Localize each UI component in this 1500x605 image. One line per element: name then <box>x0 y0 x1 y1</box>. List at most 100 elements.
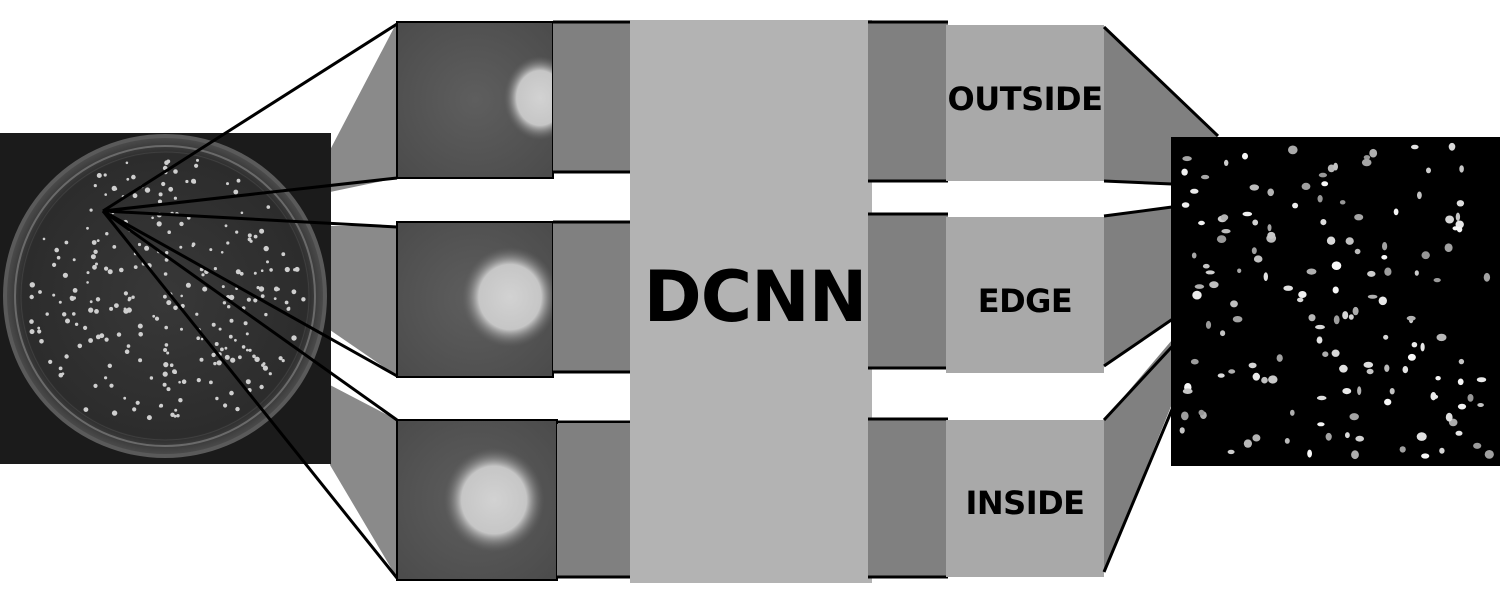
plate-colony-dot <box>239 271 244 276</box>
map-colony-dot <box>1444 243 1453 252</box>
plate-colony-dot <box>92 264 97 270</box>
map-colony-dot <box>1476 377 1487 383</box>
plate-colony-dot <box>154 316 160 321</box>
map-colony-dot <box>1202 263 1210 269</box>
map-colony-dot <box>1325 432 1332 441</box>
class-box-inside <box>946 420 1104 577</box>
map-colony-dot <box>1433 278 1441 283</box>
map-colony-dot <box>1191 252 1197 259</box>
sampling-lines <box>101 22 399 579</box>
map-colony-dot <box>1263 272 1269 281</box>
plate-colony-dot <box>246 348 249 352</box>
plate-colony-dot <box>93 184 97 188</box>
connector-out-top <box>868 22 948 181</box>
plate-colony-dot <box>58 372 64 378</box>
plate-colony-dot <box>252 354 256 359</box>
map-colony-dot <box>1292 202 1299 209</box>
map-colony-dot <box>1227 449 1235 455</box>
plate-colony-dot <box>245 332 249 336</box>
map-colony-dot <box>1298 291 1307 298</box>
map-colony-dot <box>1248 362 1257 369</box>
plate-colony-dot <box>77 343 83 349</box>
map-colony-dot <box>1297 297 1304 303</box>
plate-colony-dot <box>158 192 163 197</box>
plate-colony-dot <box>259 384 264 390</box>
map-colony-dot <box>1361 158 1372 167</box>
map-colony-dot <box>1237 268 1242 274</box>
map-colony-dot <box>1389 388 1395 395</box>
map-colony-dot <box>1406 315 1416 321</box>
plate-colony-dot <box>248 348 252 352</box>
map-colony-dot <box>1252 372 1261 381</box>
plate-colony-dot <box>254 356 260 362</box>
map-colony-dot <box>1179 427 1185 434</box>
plate-colony-dot <box>216 360 222 366</box>
plate-colony-dot <box>96 173 102 178</box>
plate-colony-dot <box>195 312 199 316</box>
map-colony-dot <box>1339 364 1348 373</box>
plate-colony-dot <box>301 297 306 302</box>
plate-colony-dot <box>222 301 227 305</box>
plate-colony-dot <box>104 337 109 342</box>
plate-colony-dot <box>268 372 272 376</box>
plate-colony-dot <box>83 407 89 412</box>
plate-colony-dot <box>261 363 265 367</box>
plate-colony-dot <box>293 268 297 272</box>
map-colony-dot <box>1452 226 1459 231</box>
plate-colony-dot <box>94 309 99 314</box>
map-colony-dot <box>1421 453 1430 459</box>
map-colony-dot <box>1457 403 1467 410</box>
plate-colony-dot <box>132 407 137 412</box>
plate-colony-dot <box>111 410 118 416</box>
connector-out-bottom <box>868 419 948 577</box>
map-colony-dot <box>1473 442 1482 449</box>
plate-colony-dot <box>249 239 253 243</box>
plate-colony-dot <box>86 226 89 230</box>
plate-colony-dot <box>144 187 151 193</box>
map-colony-dot <box>1357 386 1362 396</box>
plate-colony-dot <box>196 378 201 383</box>
map-colony-dot <box>1315 324 1325 330</box>
map-colony-dot <box>1382 242 1388 251</box>
connector-in-bottom <box>557 424 632 577</box>
plate-colony-dot <box>107 269 113 275</box>
plate-colony-dot <box>178 380 181 384</box>
class-label-outside: OUTSIDE <box>947 80 1103 118</box>
plate-colony-dot <box>123 291 128 296</box>
plate-colony-dot <box>124 349 130 355</box>
map-colony-dot <box>1378 296 1388 306</box>
patch-outside <box>396 21 576 179</box>
map-colony-dot <box>1209 281 1219 289</box>
plate-colony-dot <box>191 178 196 184</box>
map-colony-dot <box>1221 229 1231 234</box>
plate-colony-dot <box>65 318 70 324</box>
map-colony-dot <box>1243 439 1252 448</box>
map-colony-dot <box>1455 220 1464 229</box>
connector-in-middle <box>553 222 630 372</box>
plate-colony-dot <box>259 228 265 234</box>
map-colony-dot <box>1318 172 1327 178</box>
plate-colony-dot <box>281 252 286 257</box>
plate-colony-dot <box>173 169 178 174</box>
map-colony-dot <box>1399 446 1406 453</box>
map-colony-dot <box>1224 159 1229 166</box>
plate-colony-dot <box>131 295 135 299</box>
map-colony-dot <box>1232 316 1243 323</box>
map-colony-dot <box>1484 450 1494 459</box>
plate-colony-dot <box>54 247 59 253</box>
plate-colony-dot <box>263 245 269 252</box>
map-colony-dot <box>1181 202 1190 208</box>
map-colony-dot <box>1333 315 1340 325</box>
plate-colony-dot <box>179 245 183 249</box>
plate-colony-dot <box>116 332 122 337</box>
plate-colony-dot <box>126 344 131 348</box>
plate-colony-dot <box>39 339 44 344</box>
plate-colony-dot <box>224 354 230 360</box>
plate-colony-dot <box>119 267 124 273</box>
plate-colony-dot <box>95 262 98 266</box>
map-colony-dot <box>1331 349 1340 357</box>
plate-colonies <box>29 158 306 421</box>
plate-colony-dot <box>273 297 277 300</box>
plate-colony-dot <box>125 161 129 165</box>
